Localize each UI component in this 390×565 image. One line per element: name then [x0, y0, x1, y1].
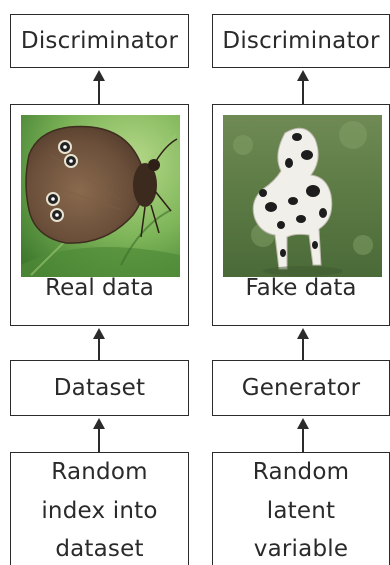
random-index-box: Random index into dataset	[10, 452, 189, 565]
generator-label: Generator	[241, 374, 361, 401]
right-discriminator-box: Discriminator	[212, 14, 390, 68]
right-discriminator-label: Discriminator	[222, 27, 380, 54]
right-arrow-to-fake-data	[297, 328, 309, 360]
random-latent-box: Random latent variable	[212, 452, 390, 565]
butterfly-photo	[21, 115, 180, 277]
left-discriminator-label: Discriminator	[20, 27, 179, 54]
dataset-box: Dataset	[10, 360, 189, 416]
random-index-line-3: dataset	[55, 536, 144, 563]
spotted-dog-photo	[223, 115, 382, 277]
random-index-line-2: index into	[41, 497, 158, 524]
random-latent-line-1: Random	[252, 459, 350, 486]
fake-data-label: Fake data	[245, 275, 357, 301]
random-latent-line-3: variable	[253, 536, 349, 563]
left-real-data-box: Real data	[10, 104, 189, 326]
fake-data-box: Fake data	[212, 104, 390, 326]
left-arrow-to-real-data	[93, 328, 105, 360]
left-arrow-to-discriminator	[93, 70, 105, 106]
real-data-label: Real data	[45, 275, 154, 301]
generator-box: Generator	[212, 360, 390, 416]
dataset-label: Dataset	[53, 374, 146, 401]
left-discriminator-box: Discriminator	[10, 14, 189, 68]
random-latent-line-2: latent	[266, 497, 336, 524]
right-arrow-to-generator	[297, 418, 309, 452]
random-index-line-1: Random	[51, 459, 148, 486]
left-arrow-to-dataset	[93, 418, 105, 452]
right-arrow-to-discriminator	[297, 70, 309, 106]
